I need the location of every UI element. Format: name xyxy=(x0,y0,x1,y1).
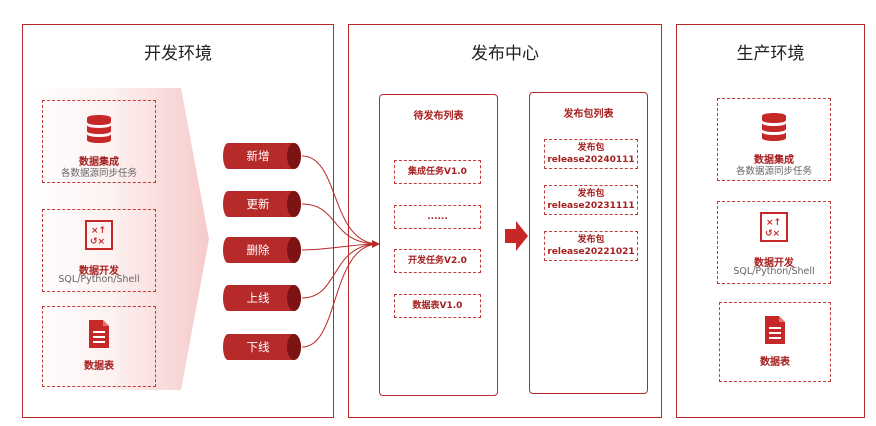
svg-text:×↑: ×↑ xyxy=(91,226,106,236)
package-name: release20240111 xyxy=(547,155,635,165)
svg-text:↺×: ↺× xyxy=(90,237,105,247)
package-name: release20231111 xyxy=(547,201,635,211)
package-item[interactable]: 发布包 release20221021 xyxy=(544,231,638,261)
prod-card-subtitle: SQL/Python/Shell xyxy=(733,266,815,277)
dev-card-title: 数据集成 xyxy=(79,157,119,168)
pending-item[interactable]: 开发任务V2.0 xyxy=(394,249,481,273)
package-label: 发布包 xyxy=(577,235,605,245)
action-label: 更新 xyxy=(246,197,270,211)
package-item[interactable]: 发布包 release20240111 xyxy=(544,139,638,169)
prod-card-title: 数据表 xyxy=(760,357,790,368)
action-label: 下线 xyxy=(246,340,270,354)
document-icon xyxy=(765,316,785,344)
action-online-button[interactable]: 上线 xyxy=(222,284,310,312)
prod-card-data-development[interactable]: ×↑ ↺× 数据开发 SQL/Python/Shell xyxy=(717,201,831,284)
release-center-title: 发布中心 xyxy=(471,44,539,64)
pending-list: 待发布列表 xyxy=(379,94,498,396)
prod-card-data-table[interactable]: 数据表 xyxy=(719,302,831,382)
package-item[interactable]: 发布包 release20231111 xyxy=(544,185,638,215)
database-icon xyxy=(87,115,111,143)
code-icon: ×↑ ↺× xyxy=(85,220,113,250)
svg-text:↺×: ↺× xyxy=(765,229,780,239)
release-center-panel: 发布中心 xyxy=(348,24,662,418)
prod-card-subtitle: 各数据源同步任务 xyxy=(735,166,812,177)
action-update-button[interactable]: 更新 xyxy=(222,190,310,218)
action-label: 新增 xyxy=(246,149,270,163)
database-icon xyxy=(762,113,786,141)
package-label: 发布包 xyxy=(577,143,605,153)
prod-card-title: 数据集成 xyxy=(754,155,794,166)
prod-environment-panel: 生产环境 xyxy=(676,24,865,418)
dev-environment-title: 开发环境 xyxy=(144,44,212,64)
package-list-title: 发布包列表 xyxy=(563,109,614,120)
dev-card-title: 数据表 xyxy=(84,361,114,372)
pending-item[interactable]: ...... xyxy=(394,205,481,229)
pending-item[interactable]: 数据表V1.0 xyxy=(394,294,481,318)
document-icon xyxy=(89,320,109,348)
action-offline-button[interactable]: 下线 xyxy=(222,333,310,361)
dev-environment-arrow xyxy=(31,88,209,390)
release-arrow xyxy=(505,221,528,251)
dev-card-data-table[interactable]: 数据表 xyxy=(42,306,156,387)
prod-card-title: 数据开发 xyxy=(754,258,794,269)
prod-environment-title: 生产环境 xyxy=(736,44,805,64)
action-delete-button[interactable]: 删除 xyxy=(222,236,310,264)
package-label: 发布包 xyxy=(577,189,605,199)
dev-card-data-integration[interactable]: 数据集成 各数据源同步任务 xyxy=(42,100,156,183)
action-label: 上线 xyxy=(246,291,270,305)
pending-list-title: 待发布列表 xyxy=(413,111,464,122)
action-label: 删除 xyxy=(246,243,270,257)
dev-card-title: 数据开发 xyxy=(79,266,119,277)
dev-card-subtitle: 各数据源同步任务 xyxy=(60,168,137,179)
code-icon: ×↑ ↺× xyxy=(760,212,788,242)
dev-card-data-development[interactable]: ×↑ ↺× 数据开发 SQL/Python/Shell xyxy=(42,209,156,292)
dev-card-subtitle: SQL/Python/Shell xyxy=(58,274,140,285)
package-name: release20221021 xyxy=(547,247,635,257)
package-list: 发布包列表 xyxy=(529,92,648,394)
prod-card-data-integration[interactable]: 数据集成 各数据源同步任务 xyxy=(717,98,831,181)
pending-item[interactable]: 集成任务V1.0 xyxy=(394,160,481,184)
action-add-button[interactable]: 新增 xyxy=(222,142,310,170)
svg-text:×↑: ×↑ xyxy=(766,218,781,228)
